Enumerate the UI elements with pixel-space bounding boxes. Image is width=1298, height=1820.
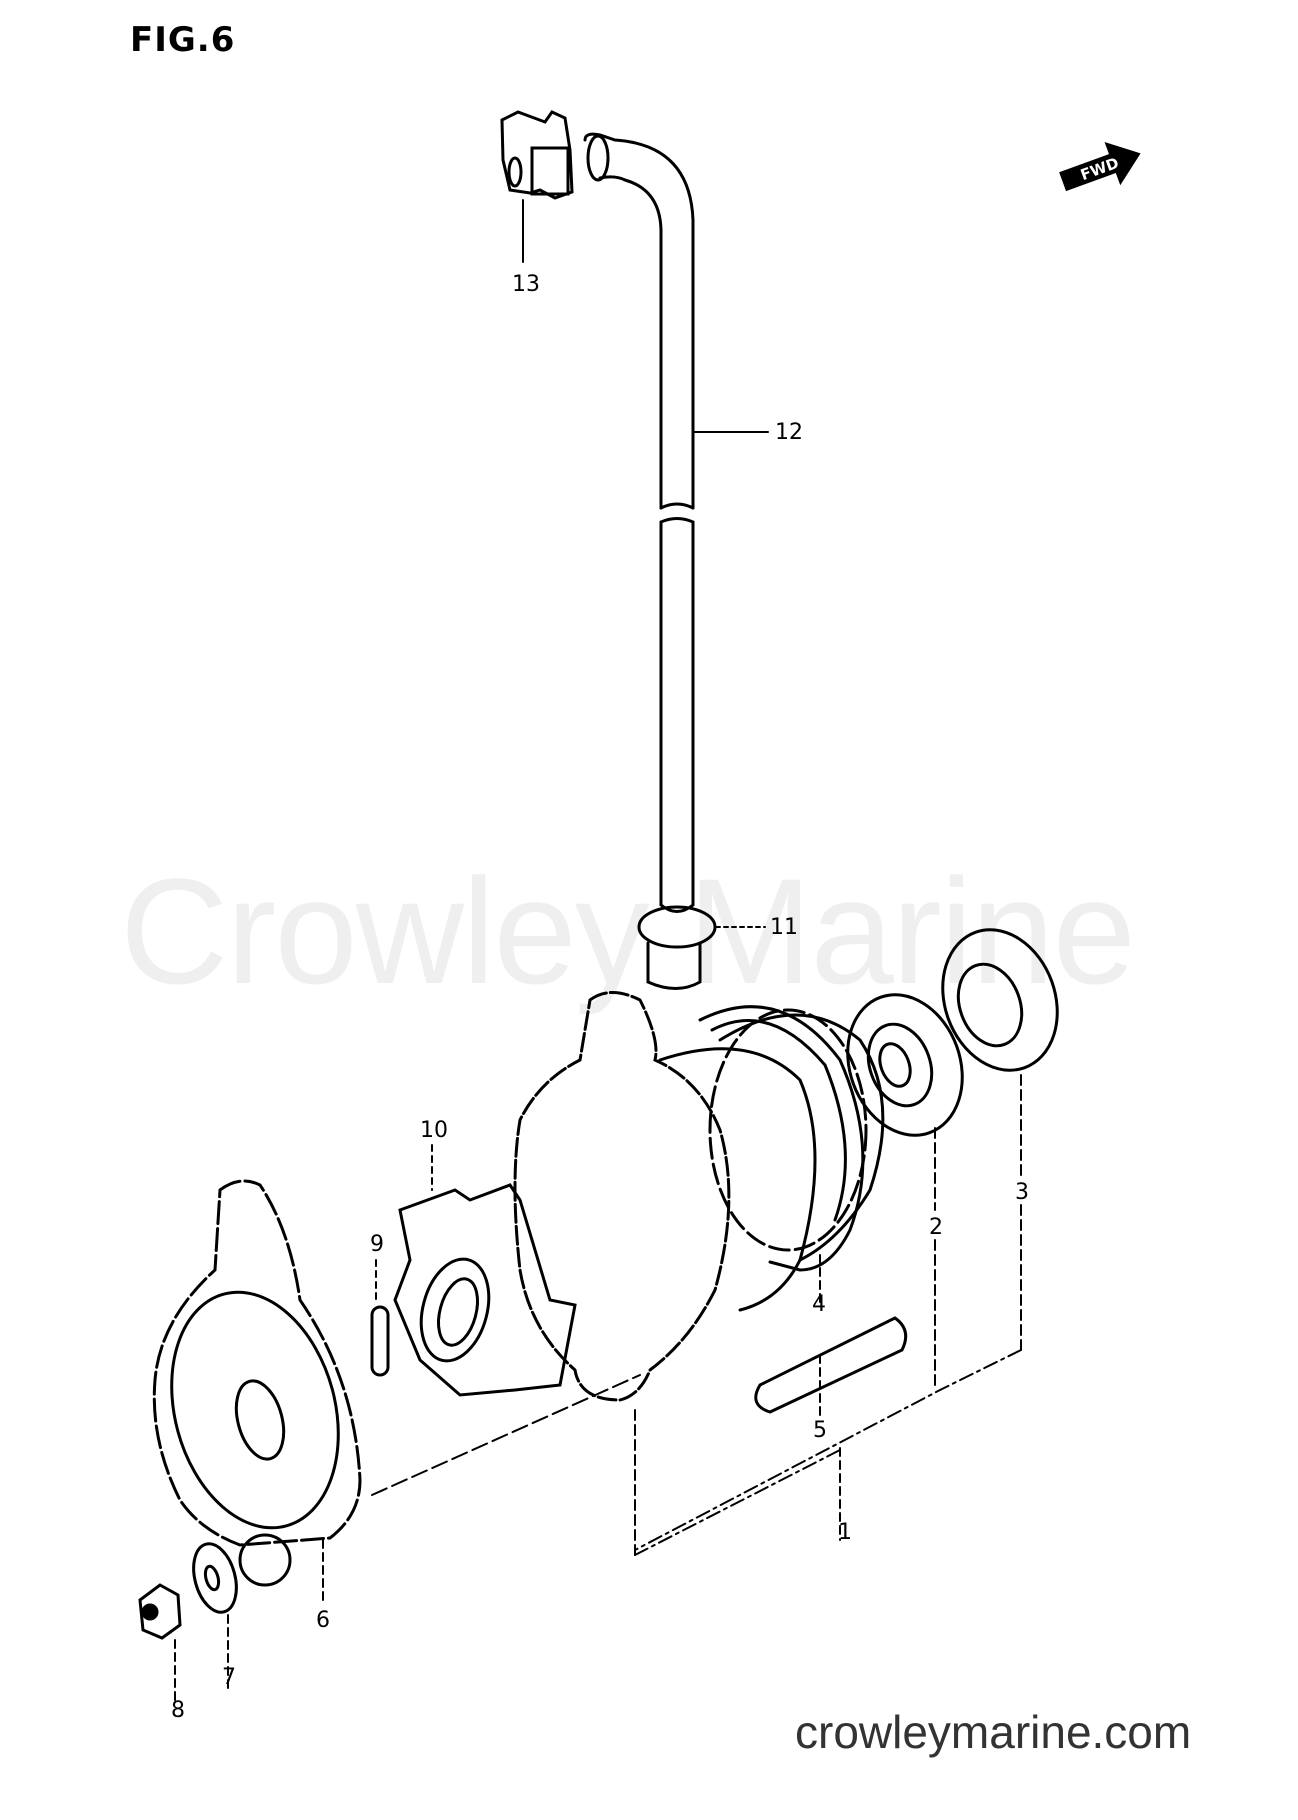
- part-7-washer-shape: [192, 1542, 238, 1691]
- site-url: crowleymarine.com: [795, 1706, 1192, 1758]
- callout-8: 8: [171, 1698, 185, 1723]
- callout-10: 10: [420, 1118, 448, 1143]
- callout-13: 13: [512, 272, 540, 297]
- part-12-tube-shape: [583, 132, 769, 913]
- callout-6: 6: [316, 1608, 330, 1633]
- callout-5: 5: [813, 1418, 827, 1443]
- part-13-grommet-shape: [500, 110, 574, 263]
- part-2-bearing-shape: [846, 993, 964, 1391]
- callout-12: 12: [775, 420, 803, 445]
- watermark-text: Crowley Marine: [120, 847, 1136, 1015]
- part-10-impeller-shape: [393, 1144, 577, 1397]
- part-6-cover-shape: [152, 1179, 641, 1601]
- callout-1: 1: [838, 1520, 852, 1545]
- part-3-bearing-shape: [634, 928, 1059, 1551]
- part-8-nut-shape: [138, 1583, 182, 1701]
- callout-11: 11: [770, 915, 798, 940]
- part-9-key-shape: [370, 1259, 390, 1377]
- part-5-stud-shape: [754, 1316, 908, 1541]
- fwd-direction-arrow-icon: [1059, 141, 1141, 192]
- callout-3: 3: [1015, 1180, 1029, 1205]
- part-11-grommet-shape: [637, 905, 766, 990]
- callout-7: 7: [222, 1665, 236, 1690]
- callout-2: 2: [929, 1215, 943, 1240]
- part-4-gasket-shape: [698, 1005, 865, 1306]
- callout-4: 4: [812, 1292, 826, 1317]
- part-1-pump-case-shape: [513, 991, 885, 1402]
- callout-9: 9: [370, 1232, 384, 1257]
- figure-title: FIG.6: [130, 20, 236, 60]
